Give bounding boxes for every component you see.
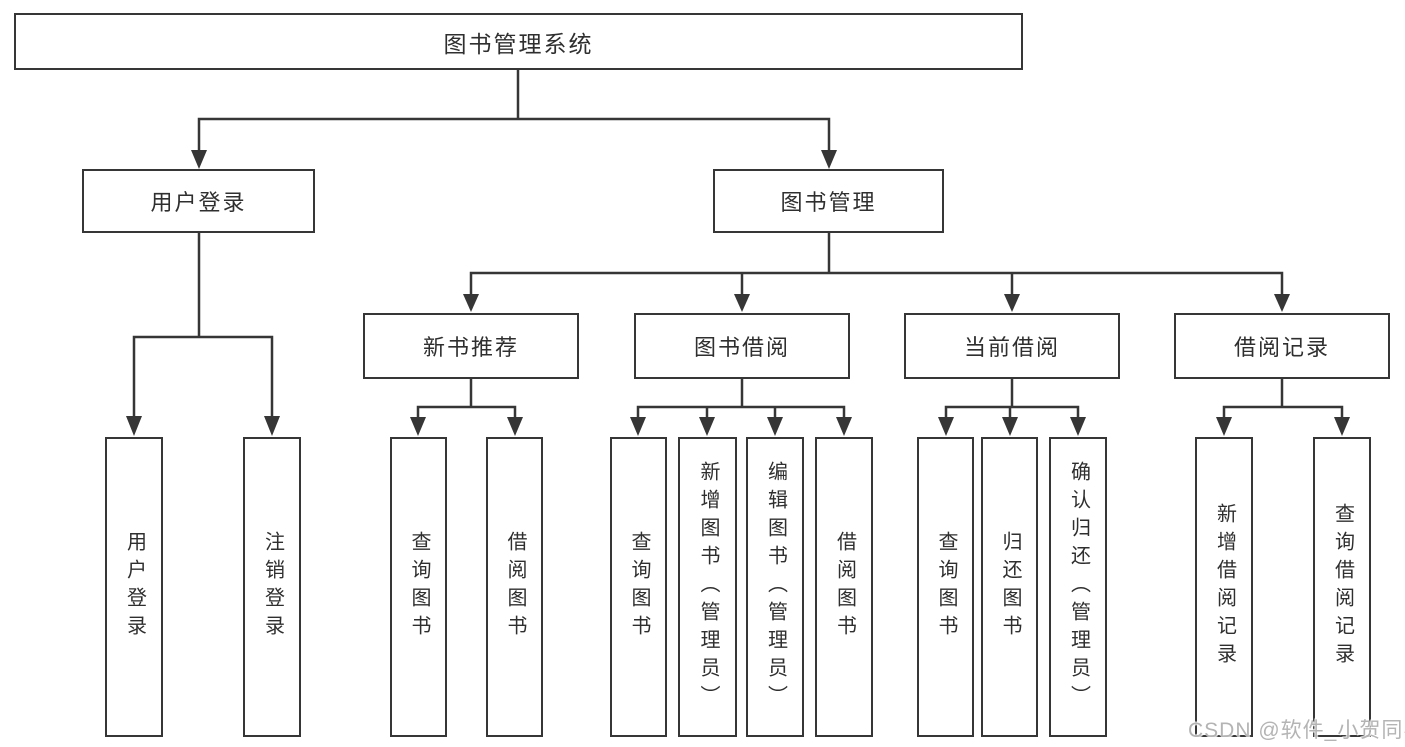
leaf-query-books: 查询图书: [610, 437, 667, 737]
leaf-return-books: 归还图书: [981, 437, 1038, 737]
leaf-label: 注销登录: [261, 531, 284, 643]
leaf-confirm-return-admin: 确认归还（管理员）: [1049, 437, 1107, 737]
node-current-borrowing: 当前借阅: [904, 313, 1120, 379]
arrowhead: [938, 417, 954, 436]
arrowhead: [630, 417, 646, 436]
node-borrow-records: 借阅记录: [1174, 313, 1390, 379]
leaf-label: 借阅图书: [504, 531, 526, 643]
arrowhead: [264, 416, 280, 436]
connector: [416, 405, 517, 417]
arrowhead: [1070, 417, 1086, 436]
leaf-label: 查询图书: [935, 531, 957, 643]
connector: [132, 335, 274, 416]
leaf-query-borrow-record: 查询借阅记录: [1313, 437, 1371, 737]
leaf-query-books: 查询图书: [390, 437, 447, 737]
arrowhead: [767, 417, 783, 436]
node-book-borrowing: 图书借阅: [634, 313, 850, 379]
arrowhead: [1334, 417, 1350, 436]
leaf-label: 确认归还（管理员）: [1067, 461, 1090, 713]
leaf-borrow-books: 借阅图书: [486, 437, 543, 737]
arrowhead: [836, 417, 852, 436]
node-library-system: 图书管理系统: [14, 13, 1023, 70]
leaf-user-login: 用户登录: [105, 437, 163, 737]
connector: [469, 271, 1284, 294]
arrowhead: [699, 417, 715, 436]
leaf-label: 查询借阅记录: [1331, 503, 1354, 671]
node-user-login: 用户登录: [82, 169, 315, 233]
csdn-watermark: CSDN @软件_小贺同学: [1188, 719, 1405, 742]
leaf-query-books: 查询图书: [917, 437, 974, 737]
arrowhead: [1216, 417, 1232, 436]
arrowhead: [1274, 294, 1290, 312]
arrowhead: [1004, 294, 1020, 312]
connector: [944, 405, 1080, 417]
leaf-add-borrow-record: 新增借阅记录: [1195, 437, 1253, 737]
leaf-logout: 注销登录: [243, 437, 301, 737]
connector: [636, 405, 846, 417]
leaf-label: 编辑图书（管理员）: [764, 461, 787, 713]
leaf-label: 新增图书（管理员）: [697, 461, 719, 713]
arrowhead: [1002, 417, 1018, 436]
leaf-label: 新增借阅记录: [1213, 503, 1236, 671]
arrowhead: [734, 294, 750, 312]
leaf-label: 查询图书: [628, 531, 650, 643]
arrowhead: [126, 416, 142, 436]
leaf-label: 借阅图书: [833, 531, 856, 643]
arrowhead: [410, 417, 426, 436]
node-new-book-recommend: 新书推荐: [363, 313, 579, 379]
node-book-management: 图书管理: [713, 169, 944, 233]
arrowhead: [463, 294, 479, 312]
leaf-label: 归还图书: [999, 531, 1021, 643]
leaf-label: 查询图书: [408, 531, 430, 643]
arrowhead: [191, 150, 207, 169]
connector: [197, 117, 831, 150]
arrowhead: [821, 150, 837, 169]
leaf-label: 用户登录: [123, 531, 146, 643]
connector: [1222, 405, 1344, 417]
leaf-edit-books-admin: 编辑图书（管理员）: [746, 437, 804, 737]
leaf-borrow-books: 借阅图书: [815, 437, 873, 737]
arrowhead: [507, 417, 523, 436]
leaf-add-books-admin: 新增图书（管理员）: [678, 437, 737, 737]
